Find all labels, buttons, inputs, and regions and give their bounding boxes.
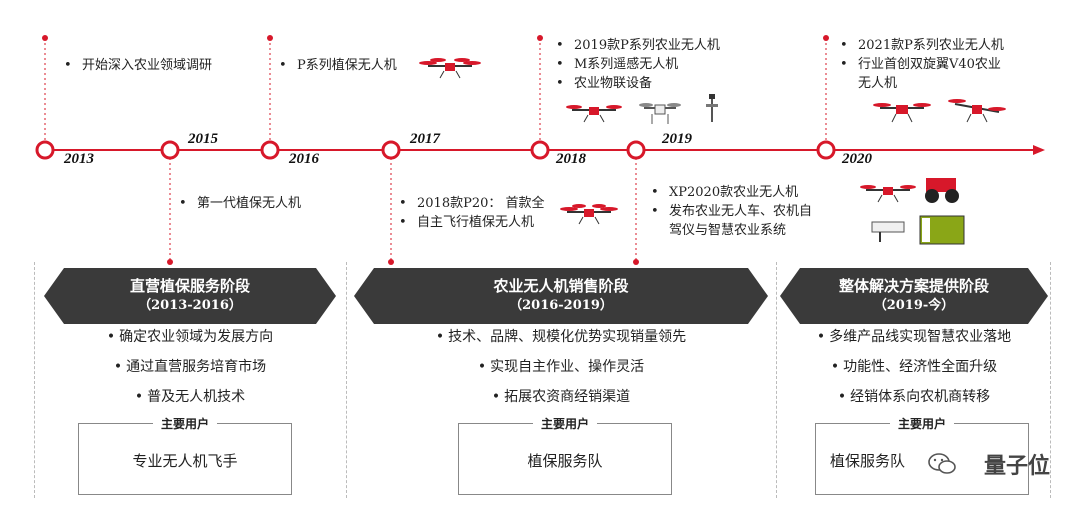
divider xyxy=(776,262,777,498)
stage-title: 整体解决方案提供阶段 xyxy=(838,277,989,295)
timeline-arrow xyxy=(1033,145,1045,155)
stage-bullet: •多维产品线实现智慧农业落地 xyxy=(816,329,1012,345)
stage-title: 农业无人机销售阶段 xyxy=(493,277,629,295)
event-item-continued: 驾仪与智慧农业系统 xyxy=(669,223,787,238)
event-item: 行业首创双旋翼V40农业 xyxy=(836,55,1004,74)
event-2020: 2021款P系列农业无人机 行业首创双旋翼V40农业 无人机 xyxy=(836,36,1004,93)
stage-banner-3: 整体解决方案提供阶段 （2019-今） xyxy=(780,268,1048,324)
event-item: 发布农业无人车、农机自 xyxy=(647,202,812,221)
stage-period: （2019-今） xyxy=(873,298,955,313)
main-users-box-2: 主要用户 植保服务队 xyxy=(458,415,672,495)
stage-bullets-3: •多维产品线实现智慧农业落地 •功能性、经济性全面升级 •经销体系向农机商转移 xyxy=(780,322,1048,412)
divider xyxy=(1050,262,1051,498)
stage-period: （2016-2019） xyxy=(509,298,613,313)
dot-2018 xyxy=(537,35,543,41)
stage-bullet: •拓展农资商经销渠道 xyxy=(491,389,631,405)
drone-icon xyxy=(948,99,1006,123)
event-item: 开始深入农业领域调研 xyxy=(60,56,212,75)
event-2019: XP2020款农业无人机 发布农业无人车、农机自 驾仪与智慧农业系统 xyxy=(647,183,812,240)
event-item: 2018款P20： 首款全 xyxy=(395,194,545,213)
stage-banner-1: 直营植保服务阶段 （2013-2016） xyxy=(44,268,336,324)
year-2019: 2019 xyxy=(662,131,692,147)
node-2017 xyxy=(381,140,401,160)
event-2017: 2018款P20： 首款全 自主飞行植保无人机 xyxy=(395,194,545,232)
year-2016: 2016 xyxy=(289,151,319,167)
event-item: 2021款P系列农业无人机 xyxy=(836,36,1004,55)
year-2013: 2013 xyxy=(64,151,94,167)
main-users-value: 专业无人机飞手 xyxy=(132,452,238,470)
unmanned-vehicle-icon xyxy=(925,178,959,203)
drone-icon xyxy=(873,103,931,123)
autopilot-device-icon xyxy=(871,221,905,242)
year-2017: 2017 xyxy=(410,131,440,147)
iot-device-icon xyxy=(706,94,718,122)
drone-icon xyxy=(860,185,916,203)
event-item: M系列遥感无人机 xyxy=(552,55,720,74)
divider xyxy=(346,262,347,498)
stage-bullet: •经销体系向农机商转移 xyxy=(837,389,991,405)
event-2013: 开始深入农业领域调研 xyxy=(60,56,212,75)
event-item: 农业物联设备 xyxy=(552,74,720,93)
stage-bullets-1: •确定农业领域为发展方向 •通过直营服务培育市场 •普及无人机技术 xyxy=(44,322,336,412)
year-2018: 2018 xyxy=(556,151,586,167)
stage-banner-2: 农业无人机销售阶段 （2016-2019） xyxy=(354,268,768,324)
drone-icon xyxy=(639,103,681,124)
main-users-label: 主要用户 xyxy=(532,415,598,432)
event-2018: 2019款P系列农业无人机 M系列遥感无人机 农业物联设备 xyxy=(552,36,720,93)
stage-bullet: •普及无人机技术 xyxy=(134,389,246,405)
stage-bullets-2: •技术、品牌、规模化优势实现销量领先 •实现自主作业、操作灵活 •拓展农资商经销… xyxy=(354,322,768,412)
node-2015 xyxy=(160,140,180,160)
year-2020: 2020 xyxy=(842,151,872,167)
dot-2017 xyxy=(388,259,394,265)
main-users-box-1: 主要用户 专业无人机飞手 xyxy=(78,415,292,495)
event-item-continued: 无人机 xyxy=(858,76,898,91)
event-2016: P系列植保无人机 xyxy=(275,56,397,75)
node-2019 xyxy=(626,140,646,160)
main-users-label: 主要用户 xyxy=(889,415,955,432)
dot-2019 xyxy=(633,259,639,265)
stage-bullet: •技术、品牌、规模化优势实现销量领先 xyxy=(435,329,687,345)
main-users-label: 主要用户 xyxy=(152,415,218,432)
stage-bullet: •通过直营服务培育市场 xyxy=(113,359,267,375)
year-2015: 2015 xyxy=(188,131,218,147)
dot-2015 xyxy=(167,259,173,265)
dot-2020 xyxy=(823,35,829,41)
main-users-box-3: 主要用户 植保服务队 xyxy=(815,415,1029,495)
node-2020 xyxy=(816,140,836,160)
event-item: 2019款P系列农业无人机 xyxy=(552,36,720,55)
stage-bullet: •实现自主作业、操作灵活 xyxy=(477,359,645,375)
watermark: 量子位 xyxy=(983,454,1050,479)
stage-period: （2013-2016） xyxy=(138,298,242,313)
event-item: P系列植保无人机 xyxy=(275,56,397,75)
stage-bullet: •确定农业领域为发展方向 xyxy=(106,329,274,345)
event-2015: 第一代植保无人机 xyxy=(175,194,301,213)
drone-icon xyxy=(560,204,618,225)
event-item: 第一代植保无人机 xyxy=(175,194,301,213)
main-users-value: 植保服务队 xyxy=(830,452,906,470)
drone-icon xyxy=(419,58,481,79)
main-users-value: 植保服务队 xyxy=(527,452,603,470)
dot-2016 xyxy=(267,35,273,41)
wechat-icon xyxy=(928,453,956,474)
drone-icon xyxy=(566,105,622,123)
smart-farm-screen-icon xyxy=(919,215,965,245)
event-item: 自主飞行植保无人机 xyxy=(395,213,545,232)
dot-2013 xyxy=(42,35,48,41)
node-2016 xyxy=(260,140,280,160)
node-2018 xyxy=(530,140,550,160)
node-2013 xyxy=(35,140,55,160)
stage-bullet: •功能性、经济性全面升级 xyxy=(830,359,998,375)
divider xyxy=(34,262,35,498)
stage-title: 直营植保服务阶段 xyxy=(129,277,250,295)
event-item: XP2020款农业无人机 xyxy=(647,183,812,202)
